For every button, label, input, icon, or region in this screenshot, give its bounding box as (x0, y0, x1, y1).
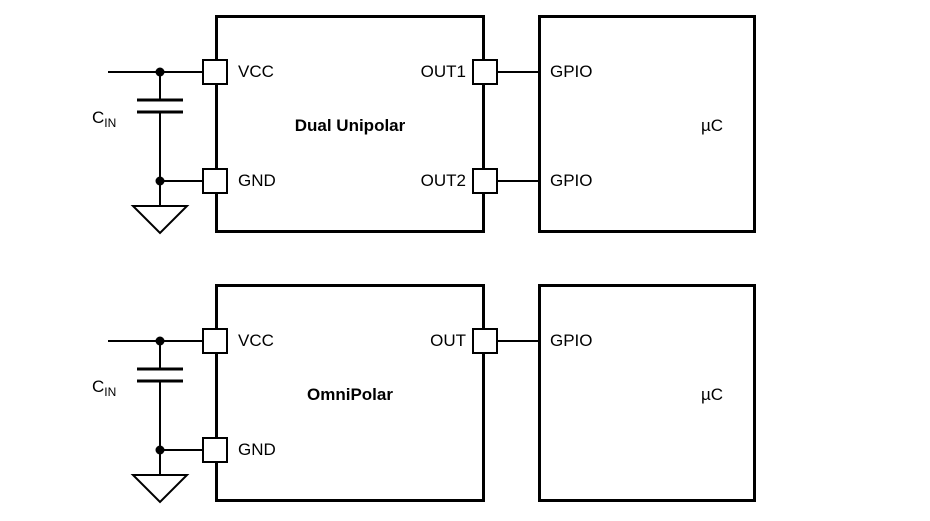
gnd-pin (202, 168, 228, 194)
vcc-pin (202, 328, 228, 354)
cin-symbol: C (92, 108, 105, 127)
cin-subscript: IN (104, 385, 117, 399)
out1-label: OUT1 (420, 62, 466, 81)
mcu-label: µC (700, 385, 724, 404)
ground-icon (130, 205, 190, 235)
microcontroller-block (538, 284, 756, 502)
gpio1-label: GPIO (550, 62, 593, 81)
microcontroller-block (538, 15, 756, 233)
sensor-block-dual-unipolar (215, 15, 485, 233)
gpio-label: GPIO (550, 331, 593, 350)
out2-label: OUT2 (420, 171, 466, 190)
ground-icon (130, 474, 190, 504)
vcc-pin (202, 59, 228, 85)
vcc-label: VCC (238, 62, 274, 81)
cin-symbol: C (92, 377, 105, 396)
circuit2-wiring (108, 336, 540, 504)
gnd-label: GND (238, 171, 276, 190)
out2-pin (472, 168, 498, 194)
out1-pin (472, 59, 498, 85)
gnd-label: GND (238, 440, 276, 459)
gpio2-label: GPIO (550, 171, 593, 190)
out-pin (472, 328, 498, 354)
cin-label: CIN (92, 107, 117, 130)
vcc-label: VCC (238, 331, 274, 350)
junction-dot (155, 176, 165, 186)
junction-dot (155, 67, 165, 77)
mcu-label: µC (700, 116, 724, 135)
block-title: Dual Unipolar (294, 116, 406, 135)
cin-label: CIN (92, 376, 117, 399)
out-label: OUT (430, 331, 466, 350)
gnd-pin (202, 437, 228, 463)
junction-dot (155, 336, 165, 346)
junction-dot (155, 445, 165, 455)
cin-subscript: IN (104, 116, 117, 130)
circuit1-wiring (108, 67, 540, 235)
block-title: OmniPolar (307, 385, 393, 404)
sensor-block-omnipolar (215, 284, 485, 502)
